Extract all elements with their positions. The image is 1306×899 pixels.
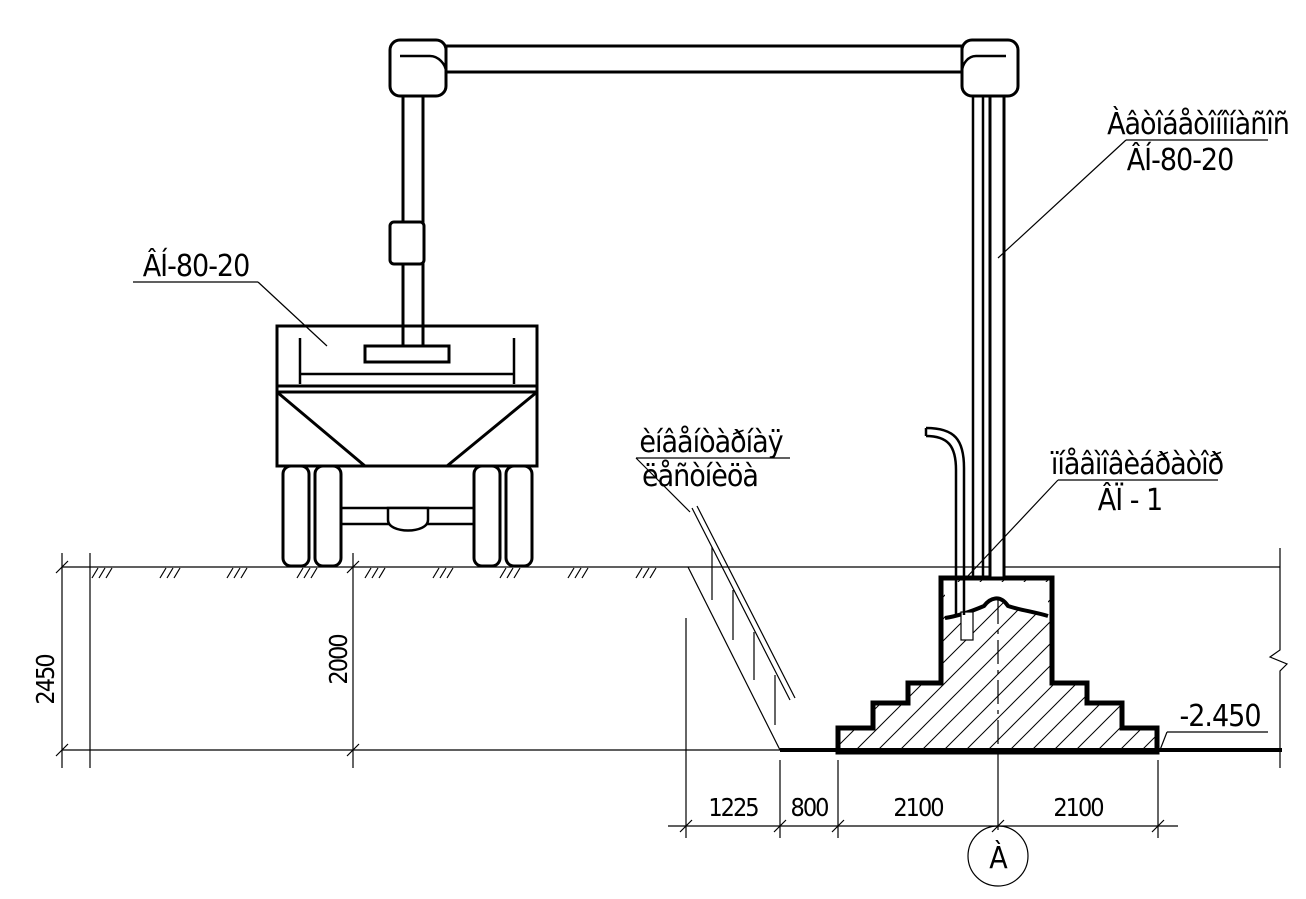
level-mark-label: -2.450 bbox=[1180, 699, 1261, 734]
depth-total-dimension: 2450 bbox=[31, 655, 60, 705]
stepped-foundation bbox=[835, 575, 1160, 755]
elbow-detail-right bbox=[960, 54, 1006, 73]
vertical-dimensions bbox=[55, 553, 360, 768]
ladder-label-line2: ëåñòíèöà bbox=[642, 459, 758, 494]
pump-right-label-line1: Àâòîáåòîíîíàñîñ bbox=[1107, 106, 1289, 142]
vibrator-hose bbox=[924, 426, 966, 615]
pump-right-label-line2: ÂÍ-80-20 bbox=[1127, 142, 1234, 178]
axis-marker-circle bbox=[967, 825, 1029, 887]
pump-left-label: ÂÍ-80-20 bbox=[143, 248, 250, 284]
axis-marker-label: À bbox=[989, 840, 1008, 876]
concrete-pipeline bbox=[388, 38, 1020, 580]
dimension-2100-left: 2100 bbox=[893, 793, 943, 822]
leader-lines bbox=[133, 139, 1268, 751]
elbow-detail-left bbox=[400, 54, 448, 73]
horizontal-dimensions bbox=[668, 618, 1178, 838]
ladder-label-line1: èíâåíòàðíàÿ bbox=[639, 425, 783, 460]
vibrator-label-line1: ïíåâìîâèáðàòîð bbox=[1050, 447, 1224, 482]
dimension-2100-right: 2100 bbox=[1053, 793, 1103, 822]
vibrator-label-line2: ÂÏ - 1 bbox=[1098, 482, 1162, 518]
depth-part-dimension: 2000 bbox=[324, 635, 353, 685]
dimension-800: 800 bbox=[791, 793, 829, 822]
concrete-pump-truck bbox=[275, 324, 539, 568]
ladder bbox=[691, 505, 796, 725]
dimension-1225: 1225 bbox=[708, 793, 758, 822]
